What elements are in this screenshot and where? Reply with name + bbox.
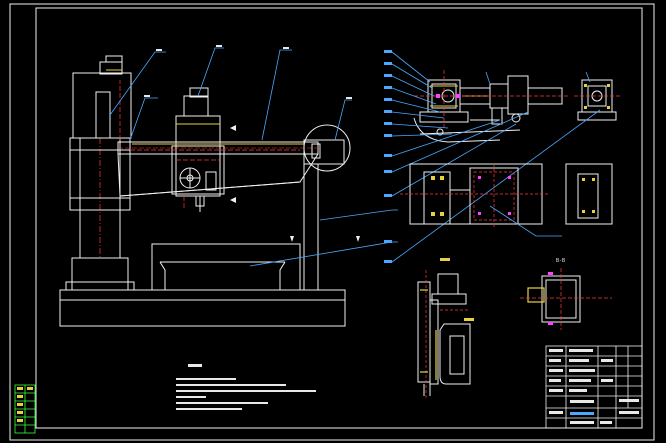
headstock-section-hidden	[425, 270, 470, 400]
title-block-text	[549, 349, 639, 424]
bracket-bolts	[431, 176, 444, 216]
bracket-leader	[489, 205, 562, 237]
bracket-magenta	[478, 176, 511, 215]
main-view-accents	[106, 69, 304, 145]
side-view-accents	[584, 84, 610, 109]
small-section-bolts	[582, 178, 595, 213]
section-leaders	[391, 51, 601, 263]
headstock-section-label-marks	[440, 258, 474, 321]
main-view-hidden-lines	[119, 80, 300, 210]
bb-section-centerlines	[520, 268, 612, 330]
outer-border	[9, 3, 655, 441]
headstock-section-accents	[420, 289, 437, 380]
bb-section-magenta	[548, 272, 553, 325]
headstock-section-view	[417, 273, 471, 396]
small-section-view	[565, 163, 613, 225]
arm-section-magenta	[436, 94, 460, 98]
binding-stamp	[14, 384, 36, 434]
section-leader-marks	[384, 50, 392, 263]
bb-section-label: B-B	[556, 258, 565, 264]
inner-border	[35, 7, 643, 429]
bracket-hidden	[400, 164, 550, 228]
view-arrows	[230, 125, 360, 242]
main-view-leaders	[109, 47, 398, 267]
title-block-accent	[570, 412, 594, 415]
main-view	[59, 55, 351, 327]
side-view	[574, 79, 620, 121]
technical-notes	[176, 364, 316, 410]
title-block	[545, 345, 643, 429]
leader-number-marks	[144, 45, 352, 99]
bb-section-flange	[527, 287, 545, 303]
binding-stamp-text	[17, 387, 33, 422]
